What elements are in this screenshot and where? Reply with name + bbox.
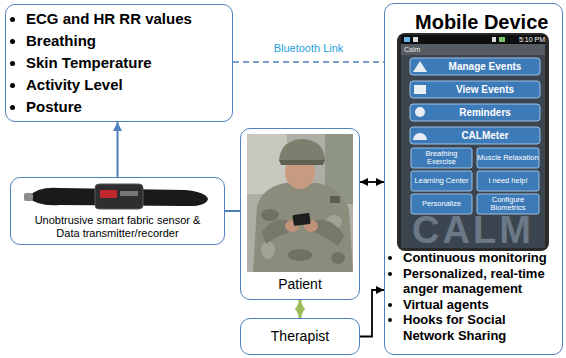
bullet-list: ECG and HR RR valuesBreathingSkin Temper…	[6, 5, 232, 118]
transmitter-module	[95, 184, 143, 209]
soldier-cap	[279, 139, 325, 160]
status-icon	[413, 37, 418, 42]
module-badge	[100, 190, 117, 198]
small-button	[477, 171, 539, 191]
menu-button	[410, 127, 540, 144]
soldier-torso	[253, 183, 353, 272]
label-holder: Muscle Relaxation	[477, 148, 539, 168]
button-label: Learning Center	[415, 177, 469, 186]
box-text: Therapist	[241, 328, 359, 345]
status-bar	[401, 35, 545, 44]
button-label: Configure Biometrics	[477, 196, 539, 213]
box-text: Patient	[241, 276, 359, 293]
button-label: Personalize	[422, 200, 461, 209]
label-holder: Manage Events	[430, 58, 540, 75]
bullet-list: Continuous monitoringPersonalized, real-…	[389, 250, 558, 343]
bullet-item: Virtual agents	[403, 297, 558, 313]
label-holder: I need help!	[477, 171, 539, 191]
mobile-device-box: Mobile DeviceContinuous monitoringPerson…	[384, 3, 563, 355]
camo-blotch	[288, 249, 312, 261]
therapist-box: Therapist	[240, 318, 360, 355]
shoulder-patch	[330, 196, 340, 203]
bullet-item: Activity Level	[26, 74, 228, 96]
label-holder: Calm	[404, 45, 464, 55]
data-arrow	[117, 122, 119, 177]
bullet-item: Personalized, real-time anger management	[403, 266, 558, 297]
status-icon	[492, 37, 496, 42]
use-arrow	[360, 181, 384, 183]
label-holder: View Events	[430, 81, 540, 98]
therapist-arrow	[360, 290, 384, 337]
events-icon	[414, 85, 426, 94]
camo-blotch	[331, 252, 345, 264]
label-holder: CALMeter	[430, 127, 540, 144]
patient-photo	[247, 134, 353, 272]
bullet-item: Continuous monitoring	[403, 250, 558, 266]
button-label: View Events	[456, 84, 514, 96]
box-text: Unobtrusive smart fabric sensor & Data t…	[27, 214, 208, 240]
held-phone	[292, 213, 310, 226]
button-label: Muscle Relaxation	[477, 154, 538, 163]
edge-label-holder: Bluetooth Link	[272, 42, 346, 55]
screen-title: Calm	[404, 45, 464, 55]
small-button	[411, 148, 472, 168]
cap-brim	[279, 160, 325, 165]
box-heading: Mobile Device	[389, 10, 558, 34]
menu-button	[410, 104, 540, 121]
title-bar	[401, 44, 545, 55]
button-label: CALMeter	[461, 130, 508, 142]
button-label: Breathing Exercise	[411, 150, 472, 167]
warning-icon	[413, 61, 427, 72]
camo-blotch	[261, 209, 279, 221]
button-label: I need help!	[488, 177, 527, 186]
phone-screen	[401, 35, 545, 248]
label-holder: Learning Center	[411, 171, 472, 191]
phone-screenshot	[397, 33, 549, 251]
reminder-icon	[415, 107, 425, 117]
care-arrow	[299, 300, 302, 318]
battery-icon	[499, 37, 505, 42]
edge-label: Bluetooth Link	[272, 42, 346, 55]
bullet-item: Posture	[26, 96, 228, 118]
label-holder: Reminders	[430, 104, 540, 121]
bullet-item: Skin Temperature	[26, 52, 228, 74]
button-label: Manage Events	[449, 61, 522, 73]
clock-text: 5:10 PM	[506, 35, 545, 44]
menu-buttons	[410, 58, 540, 214]
sensor-box: Unobtrusive smart fabric sensor & Data t…	[10, 177, 225, 245]
wear-line	[225, 210, 240, 212]
button-label: Reminders	[459, 107, 511, 119]
camo-blotch	[261, 241, 275, 259]
measurement-list-box: ECG and HR RR valuesBreathingSkin Temper…	[5, 4, 233, 122]
small-button	[477, 148, 539, 168]
bullet-item: ECG and HR RR values	[26, 8, 228, 30]
status-icon	[404, 37, 410, 42]
strap-clasp	[24, 193, 33, 201]
photo-background	[247, 134, 353, 272]
bluetooth-link	[233, 61, 384, 63]
menu-button	[410, 81, 540, 98]
bullet-item: Breathing	[26, 30, 228, 52]
menu-button	[410, 58, 540, 75]
gauge-icon	[413, 133, 427, 140]
sensor-strap-picture	[24, 184, 208, 209]
app-logo-text: CALM	[401, 211, 545, 249]
phone-body	[397, 33, 549, 251]
bullet-item: Hooks for Social Network Sharing	[403, 312, 558, 343]
label-holder: 5:10 PM	[506, 35, 545, 44]
small-button	[411, 171, 472, 191]
label-holder: Breathing Exercise	[411, 148, 472, 168]
patient-box: Patient	[240, 128, 360, 300]
module-stripe	[120, 191, 138, 196]
label-holder: CALM	[401, 211, 545, 249]
